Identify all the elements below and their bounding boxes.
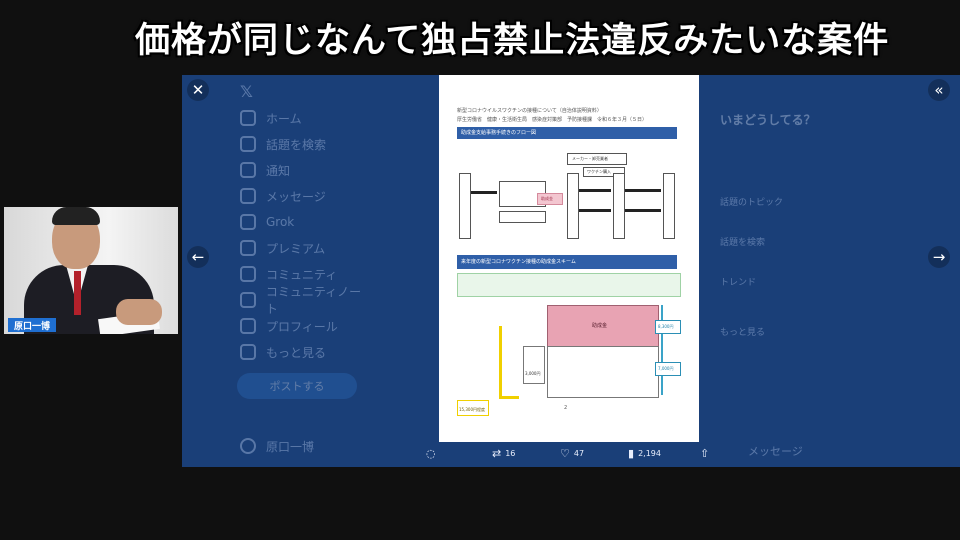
flow-box [613,173,625,239]
people-icon [240,266,256,282]
arrow-left-icon: ← [191,247,205,266]
flow-diagram: 助成金 メーカー・卸売業者 ワクチン購入 [459,145,675,241]
grant-box: 助成金 [537,193,563,205]
close-icon: ✕ [191,80,205,99]
speaker-tie [74,271,81,315]
subsidy-scheme-diagram: 助成金 8,300円 7,000円 15,300円程度 3,000円 [457,290,681,430]
heart-icon: ♡ [560,447,570,460]
flow-arrow [625,189,661,192]
trend-item: もっと見る [720,328,766,338]
like-count: 47 [573,449,585,458]
repost-icon: ⇄ [492,447,502,460]
bracket-line [499,396,519,399]
like-button[interactable]: ♡47 [560,447,584,460]
section-heading-scheme: 来年度の新型コロナワクチン接種の助成金スキーム [457,255,677,269]
total-badge: 15,300円程度 [457,400,489,416]
document-title: 新型コロナウイルスワクチンの接種について（自治体説明資料） [457,108,602,114]
share-button[interactable]: ⇧ [700,447,709,460]
flow-box [459,173,471,239]
trend-item: トレンド [720,278,757,288]
mail-icon [240,188,256,204]
profile-icon [240,318,256,334]
nav-item-premium: プレミアム [240,237,325,259]
range-line [661,305,663,395]
views-button[interactable]: ▮2,194 [628,447,661,460]
x-icon [240,240,256,256]
maker-box: メーカー・卸売業者 [567,153,627,165]
vaccine-purchase-box: ワクチン購入 [583,167,625,177]
nav-item-explore: 話題を検索 [240,133,326,155]
page-number: 2 [564,405,568,411]
flow-arrow [579,189,611,192]
notes-icon [240,292,256,308]
nav-item-more: もっと見る [240,341,326,363]
views-count: 2,194 [638,449,661,458]
background-right-column: いまどうしてる？ 話題のトピック 話題を検索 トレンド もっと見る メッセージ [712,75,960,467]
amount-badge: 7,000円 [655,362,681,376]
double-chevron-icon: « [934,80,944,99]
trends-heading: いまどうしてる？ [720,113,816,127]
x-logo: 𝕏 [240,81,253,101]
amount-badge: 8,300円 [655,320,681,334]
local-cost-box: 3,000円 [523,346,545,384]
speaker-name-tag: 原口一博 [8,318,56,332]
nav-item-messages: メッセージ [240,185,326,207]
bar-chart-icon: ▮ [628,447,635,460]
nav-item-profile: プロフィール [240,315,338,337]
flow-box [567,173,579,239]
collapse-button[interactable]: « [928,79,950,101]
nav-item-communities: コミュニティ [240,263,337,285]
subsidy-block: 助成金 [547,305,659,347]
repost-button[interactable]: ⇄16 [492,447,515,460]
messages-drawer: メッセージ [748,445,803,458]
bracket-line [499,326,502,398]
webcam-feed [4,207,178,334]
scheme-note-box [457,273,681,297]
trend-item: 話題を検索 [720,238,766,248]
post-button: ポストする [237,373,357,399]
section-heading-flow: 助成金支給事務手続きのフロー図 [457,127,677,139]
document-department: 厚生労働省 健康・生活衛生局 感染症対策部 予防接種課 令和６年３月（５日） [457,117,648,123]
flow-box [663,173,675,239]
post-action-bar: ◌ ⇄16 ♡47 ▮2,194 ⇧ [422,447,722,465]
flow-arrow [579,209,611,212]
grok-icon [240,214,256,230]
nav-item-community-notes: コミュニティノート [240,285,372,316]
speaker-hand [116,299,162,325]
bell-icon [240,162,256,178]
nav-item-home: ホーム [240,107,302,129]
previous-image-button[interactable]: ← [187,246,209,268]
account-switcher: 原口一博 [240,435,314,457]
document-image: 新型コロナウイルスワクチンの接種について（自治体説明資料） 厚生労働省 健康・生… [439,75,699,442]
reply-icon: ◌ [426,447,436,460]
trend-item: 話題のトピック [720,198,784,208]
flow-arrow [625,209,661,212]
close-button[interactable]: ✕ [187,79,209,101]
more-icon [240,344,256,360]
cost-block [547,346,659,398]
caption-text: 価格が同じなんて独占禁止法違反みたいな案件 [135,21,890,61]
arrow-right-icon: → [932,247,946,266]
repost-count: 16 [505,449,516,458]
nav-item-notifications: 通知 [240,159,290,181]
nav-item-grok: Grok [240,211,294,233]
flow-box [499,211,546,223]
flow-arrow [471,191,497,194]
home-icon [240,110,256,126]
image-viewer: 𝕏 ホーム 話題を検索 通知 メッセージ Grok プレミアム コミュニティ コ… [182,75,960,467]
next-image-button[interactable]: → [928,246,950,268]
background-left-nav: 𝕏 ホーム 話題を検索 通知 メッセージ Grok プレミアム コミュニティ コ… [222,75,372,467]
avatar [240,438,256,454]
reply-button[interactable]: ◌ [426,447,436,460]
share-icon: ⇧ [700,447,710,460]
search-icon [240,136,256,152]
